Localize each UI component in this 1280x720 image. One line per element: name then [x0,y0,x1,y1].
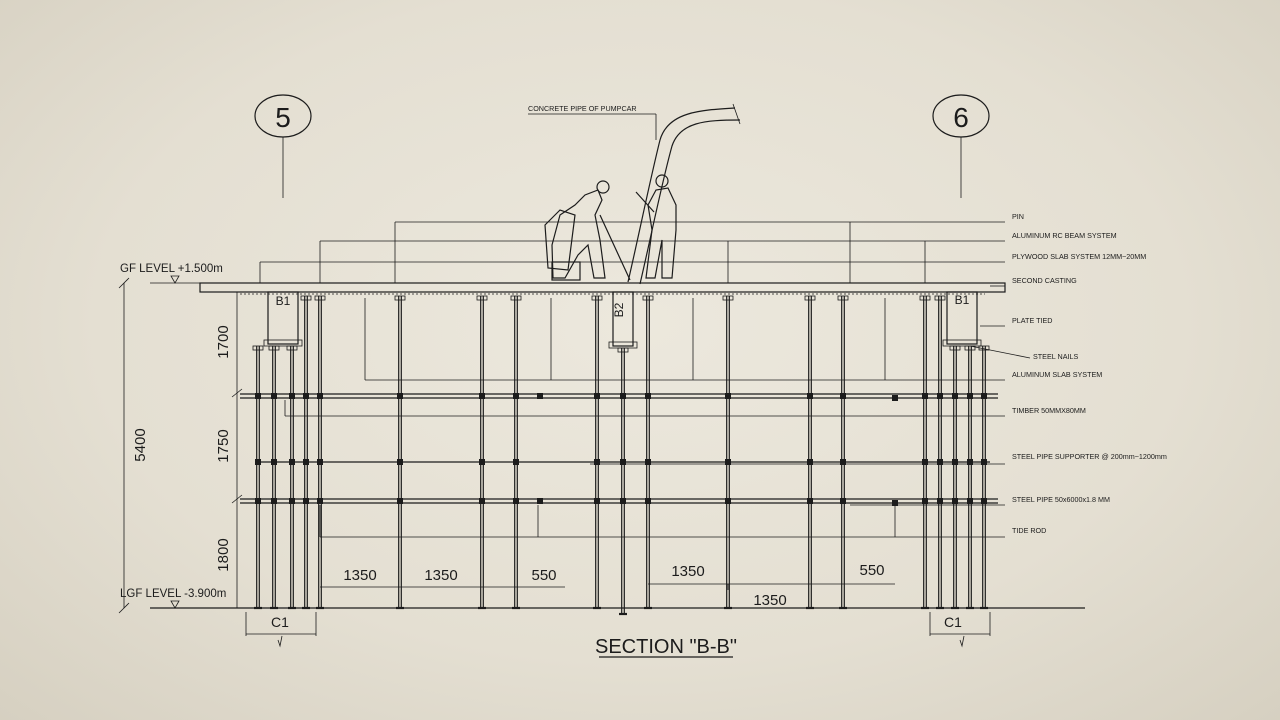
prop-1 [252,345,264,610]
leader-lines [259,113,1031,538]
label-timber: TIMBER 50MMX80MM [1012,406,1086,415]
label-aluminum-slab: ALUMINUM SLAB SYSTEM [1012,370,1102,379]
prop-17 [949,345,961,610]
label-pin: PIN [1012,212,1024,221]
dim-h-4: 1350 [671,563,704,580]
column-tag-right: C1 [944,614,962,630]
gf-level-marker: GF LEVEL +1.500m [120,263,223,284]
column-c1-left: C1 [245,612,317,648]
dim-total: 5400 [132,428,149,461]
beam-tag-b1-right: B1 [955,293,970,307]
label-steel-pipe-supporter: STEEL PIPE SUPPORTER @ 200mm~1200mm [1012,452,1167,461]
dim-h-5: 550 [859,562,884,579]
prop-18 [964,345,976,610]
dim-h-6: 1350 [753,592,786,609]
dim-h-3: 550 [531,567,556,584]
prop-10 [617,347,629,616]
prop-5 [314,295,326,610]
label-plate-tied: PLATE TIED [1012,316,1052,325]
dim-h-2: 1350 [424,567,457,584]
label-aluminum-rc-beam: ALUMINUM RC BEAM SYSTEM [1012,231,1117,240]
column-c1-right: C1 [929,612,991,648]
lgf-level-label: LGF LEVEL -3.900m [120,588,226,600]
beam-b1-right: B1 [942,291,982,347]
beam-b2-mid: B2 [608,291,638,349]
dim-lower: 1800 [215,538,232,571]
ledger-block-1 [537,393,543,399]
label-concrete-pipe: CONCRETE PIPE OF PUMPCAR [528,104,637,113]
prop-14 [837,295,849,610]
grid-label-6: 6 [953,102,969,133]
grid-label-5: 5 [275,102,291,133]
annotation-labels: CONCRETE PIPE OF PUMPCAR PIN ALUMINUM RC… [528,104,1167,535]
prop-6 [394,295,406,610]
beam-tag-b2: B2 [612,302,626,317]
horizontal-dimensions: 1350 1350 550 1350 550 1350 [320,562,895,609]
prop-3 [286,345,298,610]
dim-middle: 1750 [215,429,232,462]
dim-h-1: 1350 [343,567,376,584]
column-tag-left: C1 [271,614,289,630]
ledger-block-4 [892,500,898,506]
label-steel-nails: STEEL NAILS [1033,352,1078,361]
pump-pipe [627,103,741,285]
prop-9 [591,295,603,610]
grid-marker-5: 5 [254,94,312,198]
ledger-block-2 [892,395,898,401]
prop-19 [978,345,990,610]
grid-marker-6: 6 [932,94,990,198]
title-text: SECTION "B-B" [595,636,737,658]
prop-7 [476,295,488,610]
prop-13 [804,295,816,610]
prop-11 [642,295,654,610]
worker-figures [544,174,677,281]
vertical-dimensions: 5400 1700 1750 1800 [118,277,243,614]
label-second-casting: SECOND CASTING [1012,276,1077,285]
prop-4 [300,295,312,610]
prop-15 [919,295,931,610]
lgf-level-marker: LGF LEVEL -3.900m [120,588,226,609]
prop-2 [268,345,280,610]
prop-8 [510,295,522,610]
label-plywood-slab: PLYWOOD SLAB SYSTEM 12MM~20MM [1012,252,1146,261]
prop-12 [722,295,734,610]
ledgers [240,393,998,504]
dim-upper: 1700 [215,325,232,358]
label-steel-pipe: STEEL PIPE 50x6000x1.8 MM [1012,495,1110,504]
ledger-block-3 [537,498,543,504]
section-title: SECTION "B-B" [595,636,737,658]
beam-tag-b1-left: B1 [276,294,291,308]
gf-level-label: GF LEVEL +1.500m [120,263,223,275]
steel-pipe-props [252,295,990,616]
label-tide-rod: TIDE ROD [1012,526,1046,535]
beam-b1-left: B1 [263,291,303,347]
prop-16 [934,295,946,610]
